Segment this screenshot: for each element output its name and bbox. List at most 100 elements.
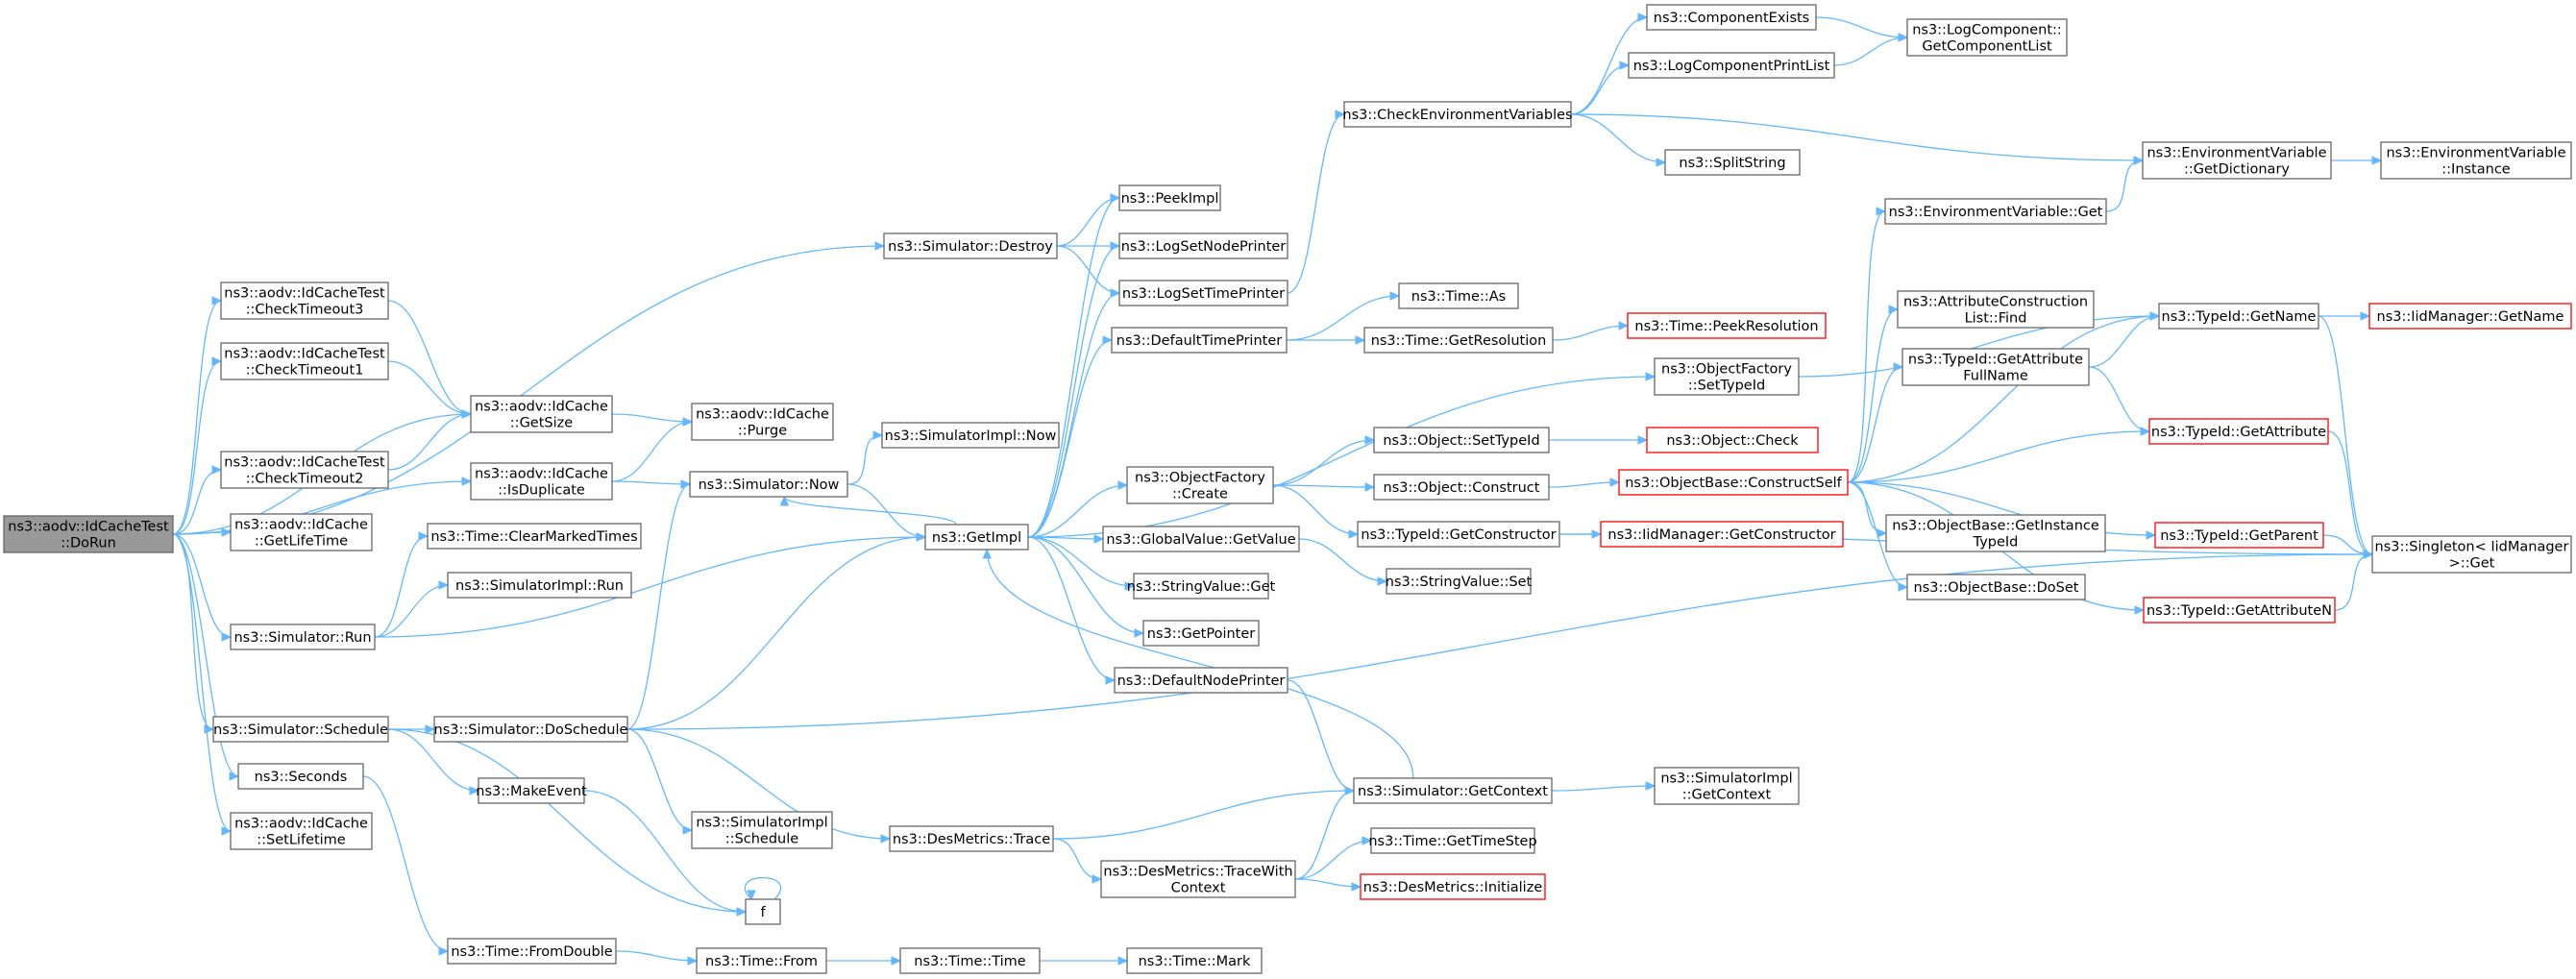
node-getsize[interactable]: ns3::aodv::IdCache::GetSize bbox=[470, 395, 613, 433]
node-logcompplist[interactable]: ns3::LogComponentPrintList bbox=[1628, 52, 1835, 79]
node-getimpl[interactable]: ns3::GetImpl bbox=[924, 524, 1029, 551]
node-box[interactable] bbox=[1654, 357, 1800, 396]
node-box[interactable] bbox=[1370, 827, 1535, 854]
node-box[interactable] bbox=[2143, 597, 2336, 624]
node-envinst[interactable]: ns3::EnvironmentVariable::Instance bbox=[2380, 141, 2572, 180]
node-peekimpl[interactable]: ns3::PeekImpl bbox=[1118, 184, 1221, 211]
node-box[interactable] bbox=[1901, 348, 2090, 386]
node-box[interactable] bbox=[2371, 535, 2572, 574]
node-box[interactable] bbox=[1118, 280, 1288, 306]
node-glt[interactable]: ns3::aodv::IdCache::GetLifeTime bbox=[230, 513, 373, 551]
node-box[interactable] bbox=[230, 624, 376, 650]
node-tidgetctor[interactable]: ns3::TypeId::GetConstructor bbox=[1357, 521, 1560, 548]
node-box[interactable] bbox=[212, 716, 389, 743]
node-setlt[interactable]: ns3::aodv::IdCache::SetLifetime bbox=[230, 812, 373, 850]
node-box[interactable] bbox=[220, 451, 389, 489]
node-box[interactable] bbox=[1627, 312, 1827, 339]
node-f[interactable]: f bbox=[745, 898, 781, 925]
node-box[interactable] bbox=[1664, 149, 1801, 176]
node-objfcreate[interactable]: ns3::ObjectFactory::Create bbox=[1126, 466, 1274, 504]
node-box[interactable] bbox=[1654, 767, 1800, 805]
node-box[interactable] bbox=[2148, 418, 2329, 445]
node-simgetctx[interactable]: ns3::Simulator::GetContext bbox=[1353, 777, 1553, 804]
node-purge[interactable]: ns3::aodv::IdCache::Purge bbox=[691, 403, 834, 441]
node-ct3[interactable]: ns3::aodv::IdCacheTest::CheckTimeout3 bbox=[220, 281, 389, 320]
node-defnode[interactable]: ns3::DefaultNodePrinter bbox=[1114, 667, 1288, 694]
node-box[interactable] bbox=[1373, 427, 1550, 453]
node-box[interactable] bbox=[2142, 141, 2332, 180]
node-cmt[interactable]: ns3::Time::ClearMarkedTimes bbox=[427, 523, 642, 550]
node-isdup[interactable]: ns3::aodv::IdCache::IsDuplicate bbox=[470, 462, 613, 501]
node-box[interactable] bbox=[1398, 282, 1519, 309]
node-box[interactable] bbox=[1884, 198, 2107, 225]
node-box[interactable] bbox=[1126, 947, 1263, 974]
node-obdoset[interactable]: ns3::ObjectBase::DoSet bbox=[1906, 574, 2086, 600]
node-ct1[interactable]: ns3::aodv::IdCacheTest::CheckTimeout1 bbox=[220, 342, 389, 380]
node-simimplnow[interactable]: ns3::SimulatorImpl::Now bbox=[881, 422, 1060, 449]
node-box[interactable] bbox=[1618, 469, 1849, 496]
node-box[interactable] bbox=[433, 716, 628, 743]
node-box[interactable] bbox=[2158, 303, 2319, 330]
node-box[interactable] bbox=[1142, 620, 1260, 647]
node-destroy[interactable]: ns3::Simulator::Destroy bbox=[883, 233, 1058, 259]
node-ct2[interactable]: ns3::aodv::IdCacheTest::CheckTimeout2 bbox=[220, 451, 389, 489]
node-gettimestep[interactable]: ns3::Time::GetTimeStep bbox=[1368, 827, 1537, 854]
node-box[interactable] bbox=[470, 395, 613, 433]
node-timeas[interactable]: ns3::Time::As bbox=[1398, 282, 1519, 309]
node-objconstruct[interactable]: ns3::Object::Construct bbox=[1373, 474, 1550, 501]
node-box[interactable] bbox=[1600, 521, 1844, 548]
node-sched[interactable]: ns3::Simulator::Schedule bbox=[212, 716, 389, 743]
node-box[interactable] bbox=[1118, 233, 1288, 259]
node-box[interactable] bbox=[478, 777, 585, 804]
node-box[interactable] bbox=[1373, 474, 1550, 501]
node-getptr[interactable]: ns3::GetPointer bbox=[1142, 620, 1260, 647]
node-splitstr[interactable]: ns3::SplitString bbox=[1664, 149, 1801, 176]
node-box[interactable] bbox=[1126, 466, 1274, 504]
node-box[interactable] bbox=[689, 471, 848, 498]
node-seconds[interactable]: ns3::Seconds bbox=[237, 763, 364, 790]
node-box[interactable] bbox=[881, 422, 1060, 449]
node-envgetdict[interactable]: ns3::EnvironmentVariable::GetDictionary bbox=[2142, 141, 2332, 180]
node-box[interactable] bbox=[924, 524, 1029, 551]
node-box[interactable] bbox=[1360, 873, 1546, 900]
node-box[interactable] bbox=[1906, 18, 2068, 57]
node-root[interactable]: ns3::aodv::IdCacheTest::DoRun bbox=[3, 515, 174, 553]
node-box[interactable] bbox=[696, 947, 827, 974]
node-makeev[interactable]: ns3::MakeEvent bbox=[476, 777, 587, 804]
node-box[interactable] bbox=[1100, 860, 1296, 898]
node-box[interactable] bbox=[1628, 52, 1835, 79]
node-now[interactable]: ns3::Simulator::Now bbox=[689, 471, 848, 498]
node-timegetres[interactable]: ns3::Time::GetResolution bbox=[1363, 327, 1554, 354]
node-objfsettid[interactable]: ns3::ObjectFactory::SetTypeId bbox=[1654, 357, 1800, 396]
node-timetime[interactable]: ns3::Time::Time bbox=[899, 947, 1041, 974]
node-tidgetattrn[interactable]: ns3::TypeId::GetAttributeN bbox=[2143, 597, 2336, 624]
node-fromdbl[interactable]: ns3::Time::FromDouble bbox=[447, 938, 617, 965]
node-box[interactable] bbox=[447, 938, 617, 965]
node-checkenv[interactable]: ns3::CheckEnvironmentVariables bbox=[1342, 101, 1573, 128]
node-box[interactable] bbox=[1357, 521, 1560, 548]
node-compexists[interactable]: ns3::ComponentExists bbox=[1646, 4, 1817, 31]
node-simimplsched[interactable]: ns3::SimulatorImpl::Schedule bbox=[691, 811, 833, 849]
node-box[interactable] bbox=[1114, 667, 1288, 694]
node-desmtrace[interactable]: ns3::DesMetrics::Trace bbox=[889, 825, 1054, 852]
node-box[interactable] bbox=[230, 812, 373, 850]
node-box[interactable] bbox=[1885, 514, 2106, 552]
node-singleton[interactable]: ns3::Singleton< IidManager >::Get bbox=[2371, 535, 2572, 574]
node-objsettid[interactable]: ns3::Object::SetTypeId bbox=[1373, 427, 1550, 453]
node-iidgetname[interactable]: ns3::IidManager::GetName bbox=[2368, 303, 2572, 330]
node-deftime[interactable]: ns3::DefaultTimePrinter bbox=[1111, 327, 1288, 354]
node-box[interactable] bbox=[691, 811, 833, 849]
node-box[interactable] bbox=[1906, 574, 2086, 600]
node-box[interactable] bbox=[220, 281, 389, 320]
node-box[interactable] bbox=[2380, 141, 2572, 180]
node-box[interactable] bbox=[899, 947, 1041, 974]
node-box[interactable] bbox=[237, 763, 364, 790]
node-box[interactable] bbox=[1646, 4, 1817, 31]
node-box[interactable] bbox=[470, 462, 613, 501]
node-tidgetattr[interactable]: ns3::TypeId::GetAttribute bbox=[2148, 418, 2329, 445]
node-box[interactable] bbox=[230, 513, 373, 551]
node-timemark[interactable]: ns3::Time::Mark bbox=[1126, 947, 1263, 974]
